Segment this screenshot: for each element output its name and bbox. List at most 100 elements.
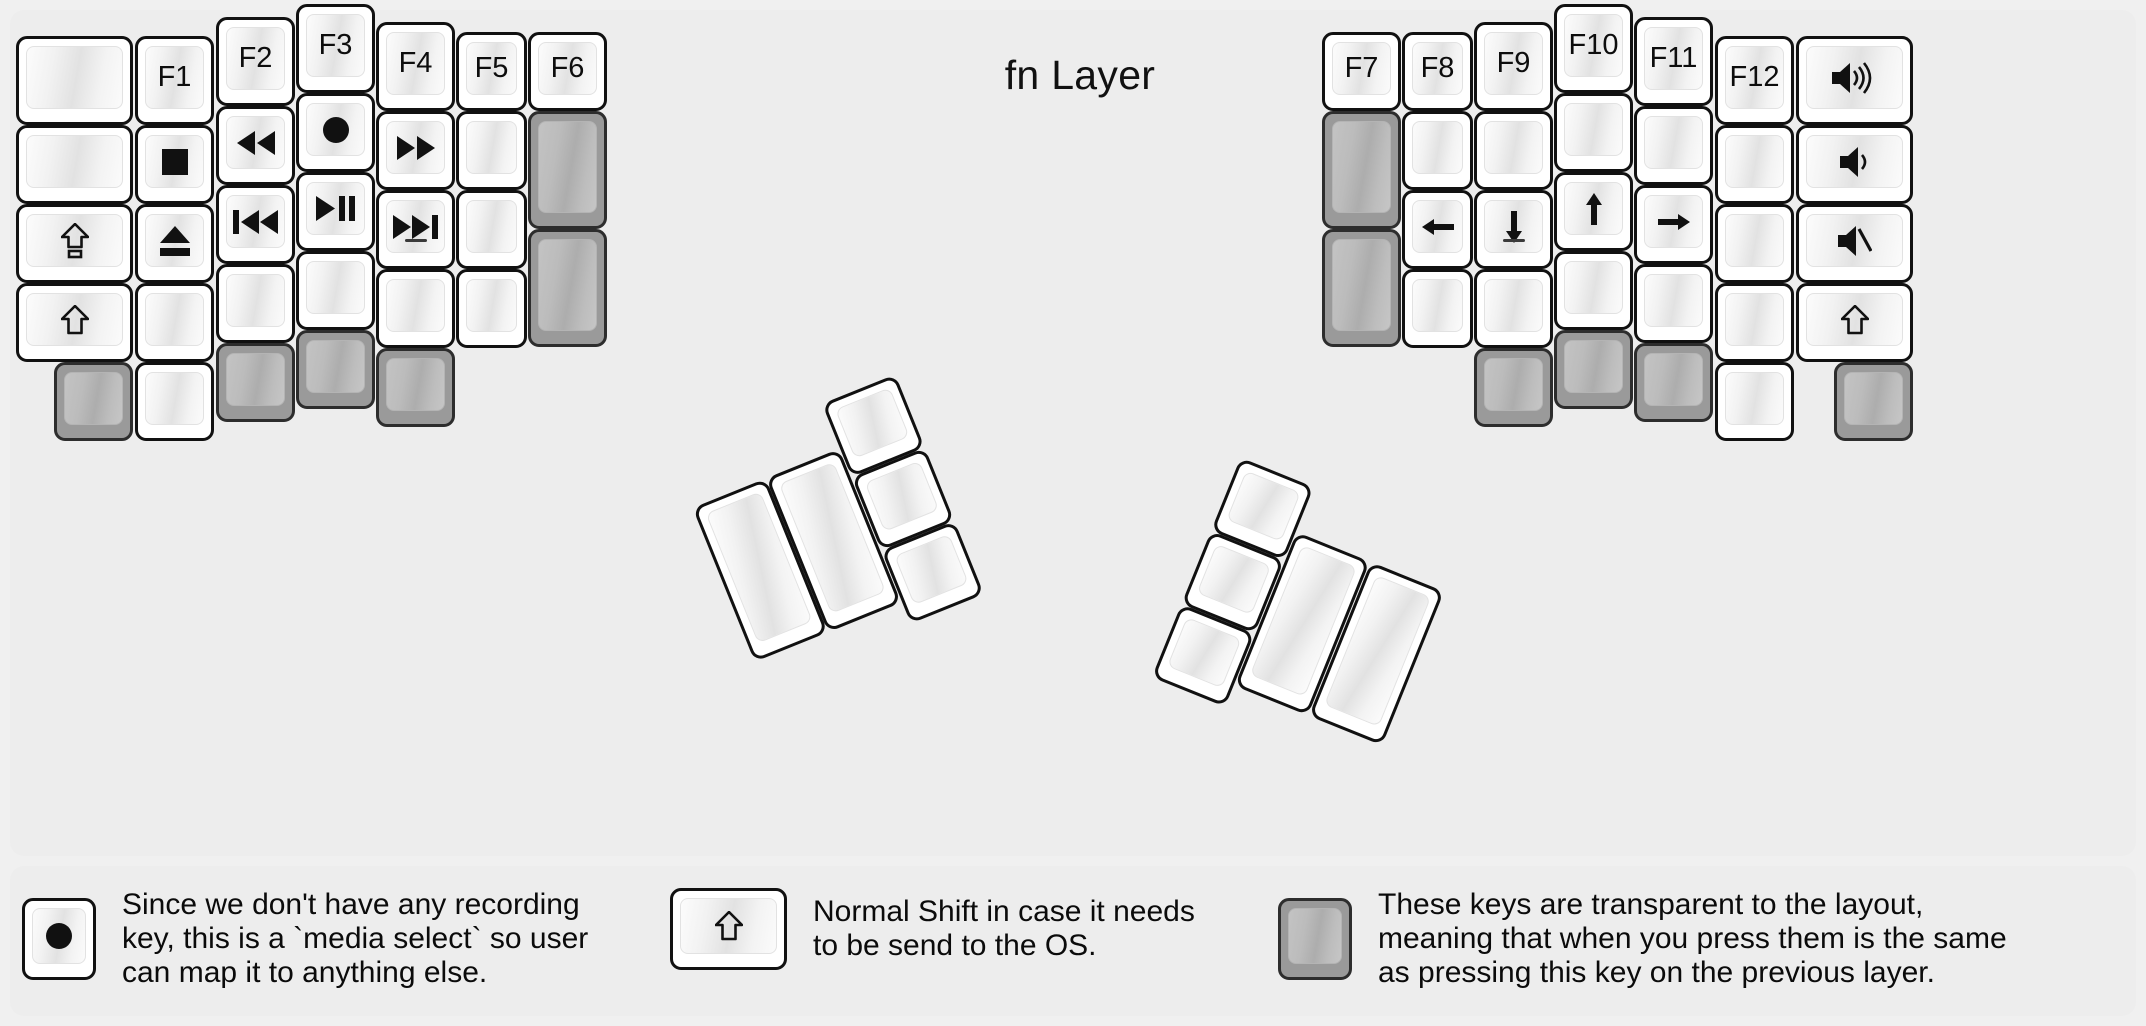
keycap-surface bbox=[1412, 200, 1463, 253]
right-innermost-column-r2-key-transparent[interactable] bbox=[1322, 229, 1401, 347]
left-innermost-column-r1-key-transparent[interactable] bbox=[528, 111, 607, 229]
left-ring-column-r4-key-transparent[interactable] bbox=[216, 343, 295, 422]
keycap-surface bbox=[145, 135, 204, 188]
right-index-column-r4-key-transparent[interactable] bbox=[1474, 348, 1553, 427]
left-middle-column-r4-key-transparent[interactable] bbox=[296, 330, 375, 409]
left-pinky-column-r1-key-media-stop[interactable] bbox=[135, 125, 214, 204]
keycap-surface bbox=[1806, 214, 1903, 267]
keycap-surface bbox=[306, 182, 365, 235]
keycap-surface bbox=[466, 121, 517, 174]
left-pinky-column-r3-key-blank[interactable] bbox=[135, 283, 214, 362]
keycap-surface bbox=[1226, 470, 1301, 542]
keycap-surface bbox=[1484, 358, 1543, 411]
left-index-column-r4-key-transparent[interactable] bbox=[376, 348, 455, 427]
keycap-surface bbox=[538, 121, 597, 213]
shift-arrow-icon bbox=[60, 304, 89, 335]
left-ring-column-r2-key-media-prev-track[interactable] bbox=[216, 185, 295, 264]
left-innermost-column-r0-key-f6[interactable]: F6 bbox=[528, 32, 607, 111]
right-outer-pinky-column-r2-key-volume-mute[interactable] bbox=[1796, 204, 1913, 283]
left-pinky-column-r0-key-f1[interactable]: F1 bbox=[135, 36, 214, 125]
keycap-surface bbox=[1806, 293, 1903, 346]
right-index-column-r2-key-arrow-down[interactable] bbox=[1474, 190, 1553, 269]
arrow-up-icon bbox=[1582, 191, 1606, 227]
right-innermost-column-r1-key-transparent[interactable] bbox=[1322, 111, 1401, 229]
right-ring-column-r3-key-blank[interactable] bbox=[1634, 264, 1713, 343]
keycap-surface bbox=[26, 293, 123, 346]
right-outer-pinky-column-r0-key-volume-up[interactable] bbox=[1796, 36, 1913, 125]
keycap-surface: F4 bbox=[386, 32, 445, 95]
legend-item-2: Normal Shift in case it needs to be send… bbox=[670, 888, 1195, 970]
right-outer-pinky-column-r3-key-shift-arrow[interactable] bbox=[1796, 283, 1913, 362]
key-label: F1 bbox=[157, 60, 192, 93]
right-inner-index-column-r2-key-arrow-left[interactable] bbox=[1402, 190, 1473, 269]
left-pinky-column-r2-key-media-eject[interactable] bbox=[135, 204, 214, 283]
keycap-surface bbox=[1564, 261, 1623, 314]
left-middle-column-r2-key-media-play-pause[interactable] bbox=[296, 172, 375, 251]
right-ring-column-r1-key-blank[interactable] bbox=[1634, 106, 1713, 185]
keycap-surface bbox=[226, 353, 285, 406]
arrow-right-icon bbox=[1656, 210, 1692, 234]
left-index-column-r3-key-blank[interactable] bbox=[376, 269, 455, 348]
volume-down-icon bbox=[1839, 146, 1870, 178]
right-inner-index-column-r3-key-blank[interactable] bbox=[1402, 269, 1473, 348]
left-outer-pinky-column-r3-key-shift-arrow[interactable] bbox=[16, 283, 133, 362]
left-index-column-r1-key-media-fast-forward[interactable] bbox=[376, 111, 455, 190]
left-ring-column-r1-key-media-rewind[interactable] bbox=[216, 106, 295, 185]
right-ring-column-r0-key-f11[interactable]: F11 bbox=[1634, 17, 1713, 106]
left-index-column-r2-key-media-next-track[interactable] bbox=[376, 190, 455, 269]
keycap-surface bbox=[835, 387, 910, 459]
left-middle-column-r1-key-media-record[interactable] bbox=[296, 93, 375, 172]
left-inner-index-column-r0-key-f5[interactable]: F5 bbox=[456, 32, 527, 111]
left-outer-pinky-column-r0-key-blank[interactable] bbox=[16, 36, 133, 125]
left-index-column-r0-key-f4[interactable]: F4 bbox=[376, 22, 455, 111]
keycap-surface: F5 bbox=[466, 42, 517, 95]
right-middle-column-r4-key-transparent[interactable] bbox=[1554, 330, 1633, 409]
right-innermost-column-r0-key-f7[interactable]: F7 bbox=[1322, 32, 1401, 111]
keycap-surface bbox=[226, 195, 285, 248]
right-pinky-column-r2-key-blank[interactable] bbox=[1715, 204, 1794, 283]
right-ring-column-r4-key-transparent[interactable] bbox=[1634, 343, 1713, 422]
right-pinky-column-r4-key-blank[interactable] bbox=[1715, 362, 1794, 441]
keycap-surface: F1 bbox=[145, 46, 204, 109]
media-prev-track-icon bbox=[233, 209, 278, 234]
right-middle-column-r2-key-arrow-up[interactable] bbox=[1554, 172, 1633, 251]
keycap-surface bbox=[1725, 214, 1784, 267]
right-inner-index-column-r1-key-blank[interactable] bbox=[1402, 111, 1473, 190]
media-stop-icon bbox=[161, 148, 188, 175]
keycap-surface bbox=[26, 214, 123, 267]
keycap-surface bbox=[1725, 293, 1784, 346]
right-pinky-column-r3-key-blank[interactable] bbox=[1715, 283, 1794, 362]
right-pinky-column-r1-key-blank[interactable] bbox=[1715, 125, 1794, 204]
left-inner-index-column-r3-key-blank[interactable] bbox=[456, 269, 527, 348]
keycap-surface bbox=[386, 358, 445, 411]
legend-sample-key-3 bbox=[1278, 897, 1352, 980]
keycap-surface: F12 bbox=[1725, 46, 1784, 109]
keycap-surface bbox=[386, 279, 445, 332]
key-label: F9 bbox=[1496, 46, 1531, 79]
left-pinky-column-r4-key-blank[interactable] bbox=[135, 362, 214, 441]
right-middle-column-r3-key-blank[interactable] bbox=[1554, 251, 1633, 330]
keycap-surface bbox=[32, 907, 86, 964]
left-innermost-column-r2-key-transparent[interactable] bbox=[528, 229, 607, 347]
right-index-column-r3-key-blank[interactable] bbox=[1474, 269, 1553, 348]
left-outer-pinky-column-r4-key-transparent[interactable] bbox=[54, 362, 133, 441]
left-outer-pinky-column-r1-key-blank[interactable] bbox=[16, 125, 133, 204]
left-middle-column-r0-key-f3[interactable]: F3 bbox=[296, 4, 375, 93]
left-inner-index-column-r2-key-blank[interactable] bbox=[456, 190, 527, 269]
right-index-column-r0-key-f9[interactable]: F9 bbox=[1474, 22, 1553, 111]
left-outer-pinky-column-r2-key-shift-lock-arrow[interactable] bbox=[16, 204, 133, 283]
media-record-icon bbox=[322, 116, 350, 144]
right-outer-pinky-column-r4-key-transparent[interactable] bbox=[1834, 362, 1913, 441]
left-ring-column-r0-key-f2[interactable]: F2 bbox=[216, 17, 295, 106]
right-ring-column-r2-key-arrow-right[interactable] bbox=[1634, 185, 1713, 264]
key-label: F6 bbox=[550, 51, 585, 84]
right-outer-pinky-column-r1-key-volume-down[interactable] bbox=[1796, 125, 1913, 204]
left-inner-index-column-r1-key-blank[interactable] bbox=[456, 111, 527, 190]
right-pinky-column-r0-key-f12[interactable]: F12 bbox=[1715, 36, 1794, 125]
right-middle-column-r0-key-f10[interactable]: F10 bbox=[1554, 4, 1633, 93]
right-inner-index-column-r0-key-f8[interactable]: F8 bbox=[1402, 32, 1473, 111]
left-middle-column-r3-key-blank[interactable] bbox=[296, 251, 375, 330]
right-middle-column-r1-key-blank[interactable] bbox=[1554, 93, 1633, 172]
left-ring-column-r3-key-blank[interactable] bbox=[216, 264, 295, 343]
right-index-column-r1-key-blank[interactable] bbox=[1474, 111, 1553, 190]
